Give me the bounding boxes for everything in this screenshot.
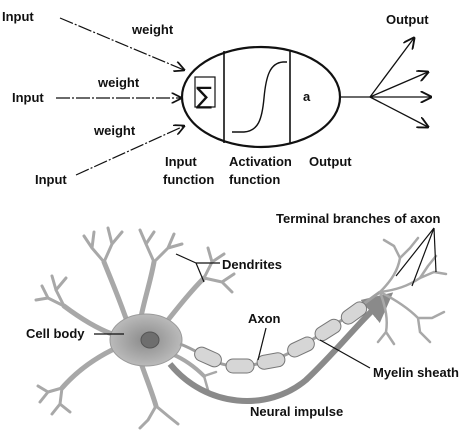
terminal-pointer-1 <box>396 228 434 276</box>
myelin-sheath-label: Myelin sheath <box>373 365 459 380</box>
output-arrow-4 <box>370 97 428 127</box>
axon-label: Axon <box>248 311 281 326</box>
axon-terminals <box>378 238 446 344</box>
input-function-caption-line1: Input <box>165 154 197 169</box>
activation-function-caption-line2: function <box>229 172 280 187</box>
input-label-1: Input <box>2 9 34 24</box>
myelin-pointer <box>320 340 370 368</box>
nucleus <box>141 332 159 348</box>
weight-label-1: weight <box>131 22 174 37</box>
output-caption: Output <box>309 154 352 169</box>
input-function-caption-line2: function <box>163 172 214 187</box>
output-top-label: Output <box>386 12 429 27</box>
input-label-3: Input <box>35 172 67 187</box>
terminal-pointer-3 <box>434 228 436 272</box>
dendrites-label: Dendrites <box>222 257 282 272</box>
input-label-2: Input <box>12 90 44 105</box>
weight-label-3: weight <box>93 123 136 138</box>
neural-impulse-label: Neural impulse <box>250 404 343 419</box>
summation-symbol: ∑ <box>196 82 212 110</box>
activation-function-caption-line1: Activation <box>229 154 292 169</box>
dendrites-pointer-1 <box>176 254 196 263</box>
cell-body-label: Cell body <box>26 326 85 341</box>
biological-neuron: Terminal branches of axon Dendrites Cell… <box>26 211 459 428</box>
terminal-branches-label: Terminal branches of axon <box>276 211 441 226</box>
weight-label-2: weight <box>97 75 140 90</box>
activation-output-symbol: a <box>303 89 311 104</box>
myelin-segments <box>192 299 369 373</box>
perceptron-model: Input Input Input weight weight weight ∑… <box>2 9 431 187</box>
